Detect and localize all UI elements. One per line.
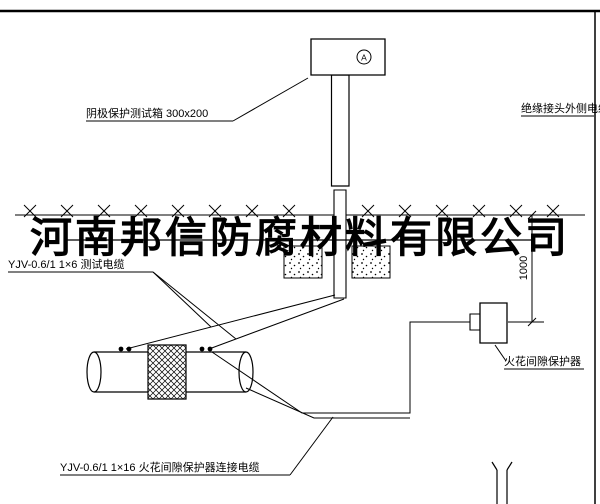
test-cable-label: YJV-0.6/1 1×6 测试电缆 — [8, 258, 124, 271]
protector-cable-label: YJV-0.6/1 1×16 火花间隙保护器连接电缆 — [60, 460, 260, 474]
protector-cable — [212, 322, 470, 418]
dimension-1000 — [508, 211, 544, 326]
insulated-joint-cable-label: 绝缘接头外侧电缆 — [521, 101, 600, 115]
ammeter-symbol: A — [361, 53, 367, 63]
ground-electrode-symbol — [492, 462, 512, 504]
post-break — [332, 186, 350, 190]
cathodic-test-box — [311, 39, 385, 75]
dimension-1000-text: 1000 — [518, 256, 530, 280]
concrete-footing-right — [352, 246, 390, 278]
test-box-post — [332, 75, 350, 298]
spark-gap-protector — [470, 303, 507, 343]
protector-cable-leader — [60, 417, 333, 475]
test-cable-leaders — [8, 272, 236, 339]
insulating-joint — [148, 345, 186, 399]
test-box-label: 阴极保护测试箱 300x200 — [86, 106, 208, 120]
test-cables — [126, 295, 344, 349]
pipeline — [87, 352, 253, 392]
concrete-footing-left — [284, 246, 322, 278]
drawing-frame — [0, 11, 600, 504]
spark-gap-leader — [495, 345, 584, 369]
company-watermark-text: 河南邦信防腐材料有限公司 — [30, 215, 570, 262]
spark-gap-label: 火花间隙保护器 — [504, 354, 581, 368]
test-box-leader — [86, 78, 308, 121]
